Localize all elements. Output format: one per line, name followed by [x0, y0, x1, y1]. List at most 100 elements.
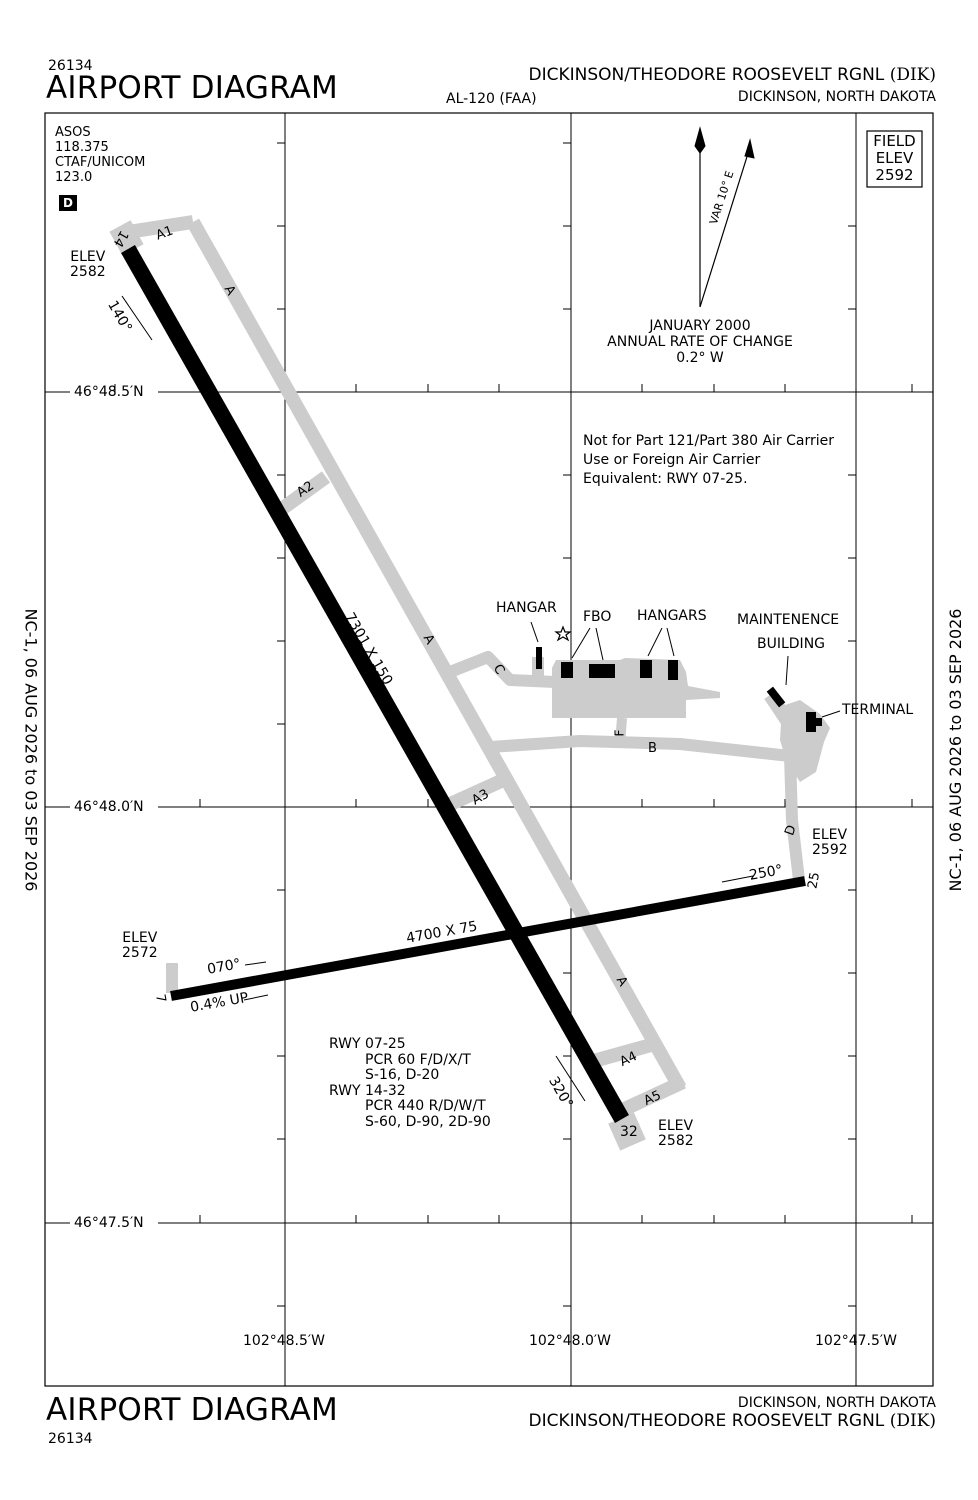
field-elevation: FIELD ELEV 2592	[867, 133, 922, 184]
note-line-1: Not for Part 121/Part 380 Air Carrier	[583, 433, 835, 449]
runway-32-number: 32	[620, 1124, 638, 1140]
taxiway-a1	[126, 215, 195, 239]
field-elev-box	[866, 130, 923, 188]
elev-label: ELEV	[70, 249, 106, 265]
field-elev-label-2: ELEV	[875, 149, 914, 167]
chart-id: AL-120 (FAA)	[446, 91, 537, 107]
footer-title: AIRPORT DIAGRAM	[46, 1392, 338, 1428]
main-apron	[552, 658, 720, 718]
maintenance-label-2: BUILDING	[757, 636, 826, 652]
latitude-label: 46°48.5′N	[74, 384, 144, 400]
runway-32-pad	[608, 1112, 646, 1151]
latitude-label: 46°47.5′N	[74, 1215, 144, 1231]
magnetic-info: JANUARY 2000 ANNUAL RATE OF CHANGE 0.2° …	[580, 318, 820, 366]
note-line-2: Use or Foreign Air Carrier	[583, 452, 761, 468]
leader-lines	[530, 621, 841, 718]
pavement-pcr: PCR 60 F/D/X/T	[365, 1051, 471, 1068]
fbo-building-2	[589, 664, 615, 678]
longitude-label: 102°48.5′W	[243, 1333, 325, 1349]
terminal-building	[806, 712, 816, 732]
north-arrow-icon	[694, 126, 755, 308]
hangar-label: HANGAR	[496, 600, 557, 616]
elev-label: ELEV	[812, 827, 848, 843]
procedure-number: 26134	[48, 58, 93, 74]
elev-value: 2582	[658, 1133, 694, 1149]
taxiway-a5	[615, 1075, 686, 1119]
pavement-strength: RWY 07-25 PCR 60 F/D/X/T S-16, D-20 RWY …	[329, 1036, 491, 1130]
airspace-class-label: D	[63, 196, 73, 210]
taxiway-d	[784, 755, 805, 881]
airport-name: DICKINSON/THEODORE ROOSEVELT RGNL	[528, 65, 885, 85]
pavement-runway-07-25: RWY 07-25	[329, 1036, 406, 1052]
ctaf-label: CTAF/UNICOM	[55, 155, 146, 170]
terminal-label: TERMINAL	[842, 702, 914, 718]
taxiway-a4	[588, 1038, 653, 1069]
taxiway-a2	[278, 471, 331, 514]
pavement-weights: S-60, D-90, 2D-90	[365, 1113, 491, 1130]
magnetic-rate-label: ANNUAL RATE OF CHANGE	[607, 334, 793, 350]
runway-7-25	[170, 876, 806, 1001]
runway-14-32	[121, 245, 629, 1123]
pavement-weights: S-16, D-20	[365, 1067, 440, 1083]
airport-location: DICKINSON, NORTH DAKOTA	[737, 89, 936, 105]
runway-14-elevation: ELEV 2582	[70, 250, 106, 280]
runway-25-number: 25	[805, 871, 824, 890]
footer-procedure-number: 26134	[48, 1431, 93, 1447]
taxiway-f	[615, 717, 627, 745]
ctaf-frequency: 123.0	[55, 170, 93, 185]
airport-title: DICKINSON/THEODORE ROOSEVELT RGNL (DIK)	[529, 65, 936, 85]
runway-32-elevation: ELEV 2582	[658, 1119, 694, 1149]
longitude-label: 102°47.5′W	[815, 1333, 897, 1349]
elev-label: ELEV	[658, 1118, 694, 1134]
pavement-pcr: PCR 440 R/D/W/T	[365, 1098, 486, 1114]
note-line-3: Equivalent: RWY 07-25.	[583, 471, 748, 487]
hangars-label: HANGARS	[637, 608, 707, 624]
heading-arrows	[121, 295, 754, 1102]
beacon-icon	[554, 625, 572, 642]
footer-airport-title: DICKINSON/THEODORE ROOSEVELT RGNL (DIK)	[529, 1411, 936, 1431]
hangars-building-1	[640, 660, 652, 678]
terminal-building-2	[816, 718, 822, 726]
graticule	[45, 113, 933, 1386]
taxiway-b	[489, 735, 791, 762]
maintenance-label-1: MAINTENENCE	[737, 612, 840, 628]
hangar-building	[536, 647, 542, 669]
footer-airport-id: (DIK)	[889, 1411, 936, 1431]
operations-note: Not for Part 121/Part 380 Air Carrier Us…	[583, 432, 834, 489]
maintenance-building	[766, 686, 786, 708]
comms-block: ASOS 118.375 CTAF/UNICOM 123.0	[55, 125, 145, 185]
elev-value: 2592	[812, 842, 848, 858]
field-elev-label-1: FIELD	[873, 132, 916, 150]
taxiway-a3	[443, 770, 513, 813]
magnetic-rate: 0.2° W	[676, 350, 724, 366]
asos-label: ASOS	[55, 125, 91, 140]
longitude-label: 102°48.0′W	[529, 1333, 611, 1349]
footer-location: DICKINSON, NORTH DAKOTA	[737, 1395, 936, 1411]
elev-value: 2572	[122, 945, 158, 961]
hangars-building-2	[668, 660, 678, 680]
runway-25-elevation: ELEV 2592	[812, 828, 848, 858]
latitude-label: 46°48.0′N	[74, 799, 144, 815]
pavement-runway-14-32: RWY 14-32	[329, 1082, 406, 1099]
runway-7-elevation: ELEV 2572	[122, 931, 158, 961]
fbo-label: FBO	[583, 609, 612, 625]
elev-label: ELEV	[122, 930, 158, 946]
airport-id: (DIK)	[889, 65, 936, 85]
field-elev-value: 2592	[875, 166, 914, 184]
asos-frequency: 118.375	[55, 140, 109, 155]
buildings	[536, 647, 822, 732]
cycle-right: NC-1, 06 AUG 2026 to 03 SEP 2026	[946, 608, 965, 892]
footer-airport-name: DICKINSON/THEODORE ROOSEVELT RGNL	[528, 1411, 885, 1431]
taxiway-a	[186, 218, 687, 1092]
cycle-left: NC-1, 06 AUG 2026 to 03 SEP 2026	[21, 608, 41, 892]
chart-title: AIRPORT DIAGRAM	[46, 70, 338, 106]
runway-14-pad	[109, 220, 144, 256]
taxiway-label: F	[612, 729, 627, 737]
magnetic-epoch: JANUARY 2000	[649, 318, 751, 334]
fbo-building	[561, 662, 573, 678]
taxiway-label: B	[648, 741, 657, 756]
map-frame	[44, 112, 934, 1387]
airspace-class-box	[59, 195, 77, 211]
elev-value: 2582	[70, 264, 106, 280]
